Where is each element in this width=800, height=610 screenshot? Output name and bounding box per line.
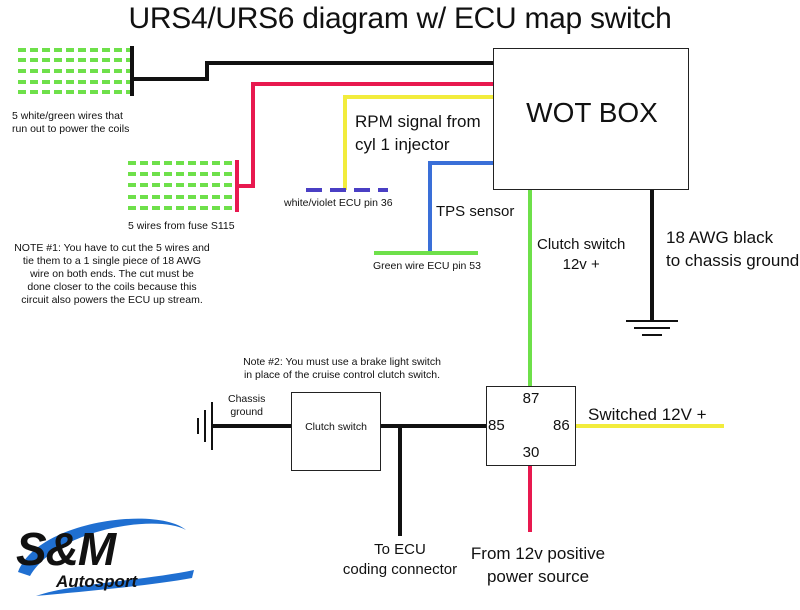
relay-pin-85: 85 [488,417,505,434]
fuse-wire-stubs [128,161,235,210]
clutch-switch-box: Clutch switch [291,392,381,471]
relay-box: 87 85 86 30 [486,386,576,466]
relay-pin-87: 87 [522,390,540,407]
chassis-ground-label: Chassis ground [228,393,266,418]
page-title: URS4/URS6 diagram w/ ECU map switch [128,2,672,35]
power-source-label: From 12v positive power source [470,544,606,586]
wot-box-label: WOT BOX [526,97,658,128]
logo-swoosh [18,518,194,596]
ground-label: 18 AWG black to chassis ground [666,228,800,270]
relay-pin-86: 86 [553,417,570,434]
tps-label: TPS sensor [436,203,515,220]
chassis-ground-symbol-left [197,402,213,450]
chassis-ground-symbol-right [626,320,678,336]
ecu-pin53-label: Green wire ECU pin 53 [373,260,481,272]
wot-box: WOT BOX [493,48,689,190]
note-2: Note #2: You must use a brake light swit… [243,356,441,381]
coil-wires-label: 5 white/green wires that run out to powe… [12,110,130,135]
blue-tps-wire [428,161,493,253]
clutch-switch-12v-label: Clutch switch 12v + [537,236,626,273]
yellow-rpm-wire [343,95,493,190]
coil-wire-stubs [18,48,130,94]
logo-line2: Autosport [56,572,138,591]
red-fuse-wire [235,82,493,212]
note-1: NOTE #1: You have to cut the 5 wires and… [14,242,210,306]
logo-line1: S&M [16,523,116,575]
switched-12v-label: Switched 12V + [588,405,707,424]
sm-autosport-logo: S&M Autosport [8,510,198,600]
ecu-coding-label: To ECU coding connector [342,541,458,578]
fuse-wires-label: 5 wires from fuse S115 [128,220,235,232]
black-clutch-wires [212,424,486,536]
rpm-label: RPM signal from cyl 1 injector [355,112,481,154]
black-coil-wire [130,46,493,96]
clutch-switch-box-label: Clutch switch [305,421,367,433]
relay-pin-30: 30 [522,444,540,461]
ecu-pin36-label: white/violet ECU pin 36 [284,197,393,209]
